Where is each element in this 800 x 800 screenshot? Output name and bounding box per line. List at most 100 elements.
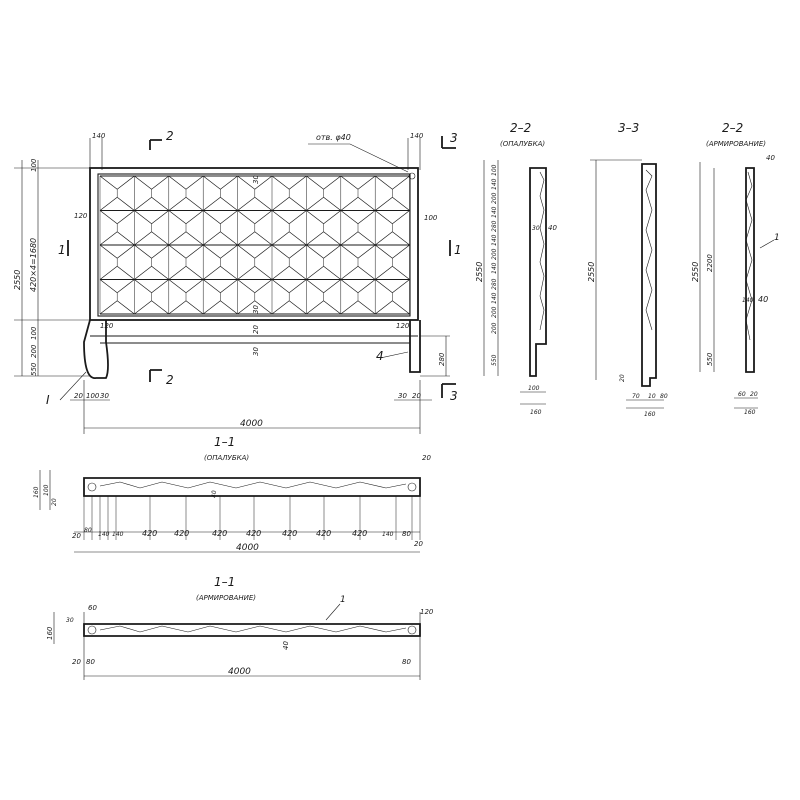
right-leg bbox=[409, 320, 421, 373]
lattice-rib bbox=[116, 175, 135, 190]
lattice-rib bbox=[185, 175, 204, 190]
lattice-rib bbox=[254, 300, 273, 315]
dim-text: 420 bbox=[282, 529, 297, 538]
section-2-2-formwork: 2–2 (ОПАЛУБКА) 2550 100 140 200 140 280 … bbox=[475, 121, 557, 416]
lattice-rib bbox=[323, 210, 342, 225]
lattice-rib bbox=[202, 210, 221, 225]
section-outline bbox=[83, 477, 421, 497]
lattice-rib bbox=[357, 231, 376, 246]
dim-text-20: 20 bbox=[72, 658, 81, 666]
lattice-rib bbox=[306, 265, 324, 280]
section-outline bbox=[83, 623, 421, 637]
lattice-rib bbox=[374, 175, 393, 190]
dim-text-height: 2550 bbox=[691, 262, 700, 282]
dim-text: 160 bbox=[530, 409, 542, 416]
lattice-rib bbox=[202, 279, 221, 294]
dim-text-width: 4000 bbox=[240, 419, 263, 429]
lattice-rib bbox=[116, 300, 135, 315]
hole-note: отв. φ40 bbox=[316, 133, 351, 142]
left-leg bbox=[83, 319, 109, 379]
dim-text-20: 20 bbox=[619, 374, 626, 382]
lattice-rib bbox=[271, 231, 290, 246]
section-title: 2–2 bbox=[722, 121, 743, 135]
dim-text: 420 bbox=[174, 529, 189, 538]
lattice-rib bbox=[392, 196, 410, 211]
lattice-rib bbox=[288, 175, 307, 190]
lattice-rib bbox=[116, 196, 135, 211]
lattice-rib bbox=[134, 231, 152, 246]
dim-text: 80 bbox=[660, 393, 668, 400]
dim-text-height: 2550 bbox=[475, 262, 484, 282]
lattice-rib bbox=[323, 244, 342, 259]
dim-text-140: 140 bbox=[92, 132, 106, 140]
lattice-rib bbox=[99, 196, 118, 211]
lattice-rib bbox=[288, 279, 307, 294]
lattice-rib bbox=[168, 175, 187, 190]
node-label-4: 4 bbox=[376, 349, 384, 363]
dim-text-280: 280 bbox=[438, 352, 446, 366]
lattice-rib bbox=[202, 265, 221, 280]
lattice-rib bbox=[392, 265, 410, 280]
lattice-rib bbox=[254, 175, 273, 190]
dim-text: 20 bbox=[750, 391, 758, 398]
lattice-rib bbox=[306, 279, 324, 294]
lattice-rib bbox=[340, 279, 359, 294]
cut-label-1-right: 1 bbox=[454, 243, 462, 257]
lattice-rib bbox=[254, 231, 273, 246]
lattice-rib bbox=[220, 265, 238, 280]
section-title: 2–2 bbox=[510, 121, 531, 135]
lattice-rib bbox=[323, 300, 342, 315]
dim-text-60: 60 bbox=[88, 604, 97, 612]
lattice-rib bbox=[288, 231, 307, 246]
node-label-I: I bbox=[46, 393, 50, 407]
lattice-rib bbox=[202, 244, 221, 259]
dim-text-30: 30 bbox=[532, 225, 540, 232]
section-title: 3–3 bbox=[618, 121, 639, 135]
dim-text: 420 bbox=[316, 529, 331, 538]
lattice-rib bbox=[134, 279, 152, 294]
dim-text: 140 bbox=[491, 262, 498, 274]
section-1-1-reinforcement: 1–1 (АРМИРОВАНИЕ) 60 160 30 40 20 80 80 … bbox=[46, 575, 434, 680]
lattice-rib bbox=[392, 231, 410, 246]
lattice-rib bbox=[254, 210, 273, 225]
section-title: 1–1 bbox=[214, 435, 235, 449]
lattice-rib bbox=[392, 300, 410, 315]
lattice-rib bbox=[220, 300, 238, 315]
callout-leader bbox=[325, 603, 341, 621]
lattice-rib bbox=[323, 175, 342, 190]
dim-text: 100 bbox=[86, 392, 100, 400]
node-4-leader bbox=[379, 351, 409, 359]
dim-text-30: 30 bbox=[252, 175, 260, 184]
cut-marker-2-bottom bbox=[149, 369, 162, 382]
lattice-rib bbox=[357, 196, 376, 211]
section-title: 1–1 bbox=[214, 575, 235, 589]
dim-text: 60 bbox=[738, 391, 746, 398]
dim-text-30: 30 bbox=[252, 347, 260, 356]
lattice-rib bbox=[392, 175, 410, 190]
section-3-3: 3–3 2550 20 70 10 80 160 bbox=[587, 121, 668, 418]
lattice-rib bbox=[254, 265, 273, 280]
lattice-rib bbox=[99, 265, 118, 280]
lattice-rib bbox=[306, 300, 324, 315]
lattice-rib bbox=[254, 279, 273, 294]
lattice-rib bbox=[374, 210, 393, 225]
cut-marker-3-bottom bbox=[441, 383, 456, 398]
lattice-rib bbox=[99, 300, 118, 315]
lattice-rib bbox=[340, 300, 359, 315]
lattice-rib bbox=[306, 244, 324, 259]
lattice-rib bbox=[134, 210, 152, 225]
lattice-rib bbox=[202, 196, 221, 211]
lattice-rib bbox=[185, 196, 204, 211]
lattice-rib bbox=[185, 265, 204, 280]
lattice-rib bbox=[168, 196, 187, 211]
lattice-rib bbox=[99, 244, 118, 259]
cut-label-3: 3 bbox=[450, 131, 458, 145]
end-node bbox=[407, 625, 417, 635]
lifting-hole bbox=[408, 172, 416, 180]
lattice-rib bbox=[116, 210, 135, 225]
dim-text-160: 160 bbox=[744, 409, 756, 416]
dim-text: 420 bbox=[352, 529, 367, 538]
lattice-rib bbox=[374, 244, 393, 259]
lattice-rib bbox=[99, 231, 118, 246]
lattice-rib bbox=[151, 196, 170, 211]
